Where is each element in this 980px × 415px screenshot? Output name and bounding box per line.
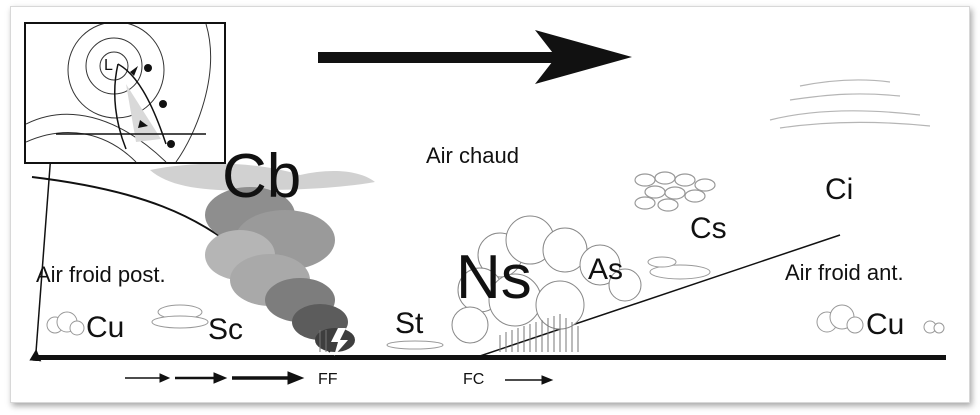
label-st: St: [395, 307, 424, 340]
label-ci: Ci: [825, 173, 854, 206]
label-fc: FC: [463, 371, 485, 388]
cumulonimbus-cloud: [150, 163, 375, 356]
label-ns: Ns: [456, 243, 532, 312]
label-air-chaud: Air chaud: [426, 143, 519, 168]
inset-low-label: L: [104, 57, 113, 74]
fc-motion-arrow: [505, 375, 554, 385]
vertical-scale-arrow: [29, 137, 58, 362]
label-as: As: [588, 253, 624, 286]
label-cu-right: Cu: [866, 308, 905, 341]
ground-line: [38, 355, 946, 360]
label-cs: Cs: [690, 212, 727, 245]
cumulus-cloud-left: [46, 311, 85, 336]
label-cu-left: Cu: [86, 311, 125, 344]
label-ff: FF: [318, 371, 338, 388]
cumulus-cloud-right: [816, 304, 945, 334]
ff-motion-arrows: [125, 371, 305, 385]
cirrus-cloud: [769, 79, 931, 129]
label-cb: Cb: [222, 142, 302, 211]
label-air-froid-post: Air froid post.: [36, 262, 166, 287]
cirrostratus-cloud: [634, 171, 716, 212]
stratus-cloud: [386, 340, 444, 350]
stratocumulus-cloud: [151, 304, 209, 329]
inset-synoptic-map: L: [24, 22, 226, 164]
label-sc: Sc: [208, 313, 244, 346]
inset-front-line: [114, 63, 175, 150]
altostratus-cloud: [647, 256, 711, 280]
motion-arrow: [318, 30, 632, 84]
warm-front-slope: [479, 234, 841, 357]
precipitation-hatching: [319, 314, 579, 352]
nimbostratus-cloud: [451, 215, 642, 344]
label-air-froid-ant: Air froid ant.: [785, 260, 904, 285]
